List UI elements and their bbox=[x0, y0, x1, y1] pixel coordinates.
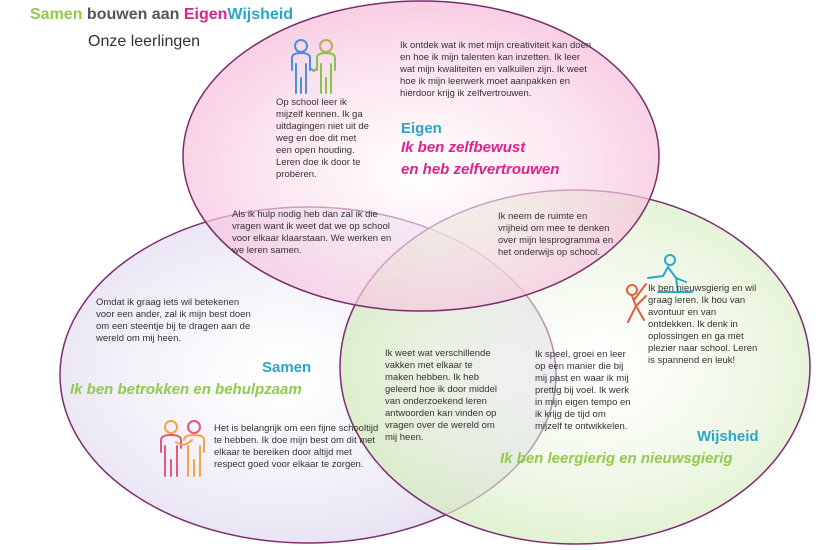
person-helping-climb-icon bbox=[626, 254, 693, 323]
wijsheid-text-right: Ik ben nieuwsgierig en wil graag leren. … bbox=[648, 283, 758, 366]
wijsheid-text-left: Ik speel, groei en leer op een manier di… bbox=[535, 349, 631, 432]
eigen-text-right: Ik ontdek wat ik met mijn creativiteit k… bbox=[400, 40, 592, 99]
eigen-tagline-line2: en heb zelfvertrouwen bbox=[401, 161, 560, 178]
eigen-heading: Eigen bbox=[401, 120, 442, 137]
samen-text-top: Omdat ik graag iets wil betekenen voor e… bbox=[96, 297, 251, 344]
samen-text-bottom: Het is belangrijk om een fijne schooltij… bbox=[214, 423, 379, 470]
overlap-center-text: Ik weet wat verschillende vakken met elk… bbox=[385, 348, 497, 443]
title-eigen: Eigen bbox=[183, 6, 228, 23]
title-wijsheid: Wijsheid bbox=[227, 6, 294, 23]
two-people-hugging-icon bbox=[160, 420, 205, 477]
title-samen: Samen bbox=[30, 6, 83, 23]
eigen-text-left: Op school leer ik mijzelf kennen. Ik ga … bbox=[276, 97, 369, 180]
overlap-eigen-wijsheid-text: Ik neem de ruimte en vrijheid om mee te … bbox=[498, 211, 614, 258]
eigen-tagline-line1: Ik ben zelfbewust bbox=[401, 139, 526, 156]
samen-heading: Samen bbox=[262, 359, 312, 376]
title-bouwen-aan: bouwen aan bbox=[86, 6, 180, 23]
wijsheid-heading: Wijsheid bbox=[697, 428, 759, 445]
page-subtitle: Onze leerlingen bbox=[88, 33, 201, 50]
wijsheid-tagline: Ik ben leergierig en nieuwsgierig bbox=[500, 450, 733, 467]
app-title: Samen bouwen aan EigenWijsheid bbox=[30, 6, 293, 24]
samen-tagline: Ik ben betrokken en behulpzaam bbox=[70, 381, 302, 398]
overlap-eigen-samen-text: Als ik hulp nodig heb dan zal ik die vra… bbox=[232, 209, 392, 256]
two-people-holding-hands-icon bbox=[291, 39, 336, 94]
